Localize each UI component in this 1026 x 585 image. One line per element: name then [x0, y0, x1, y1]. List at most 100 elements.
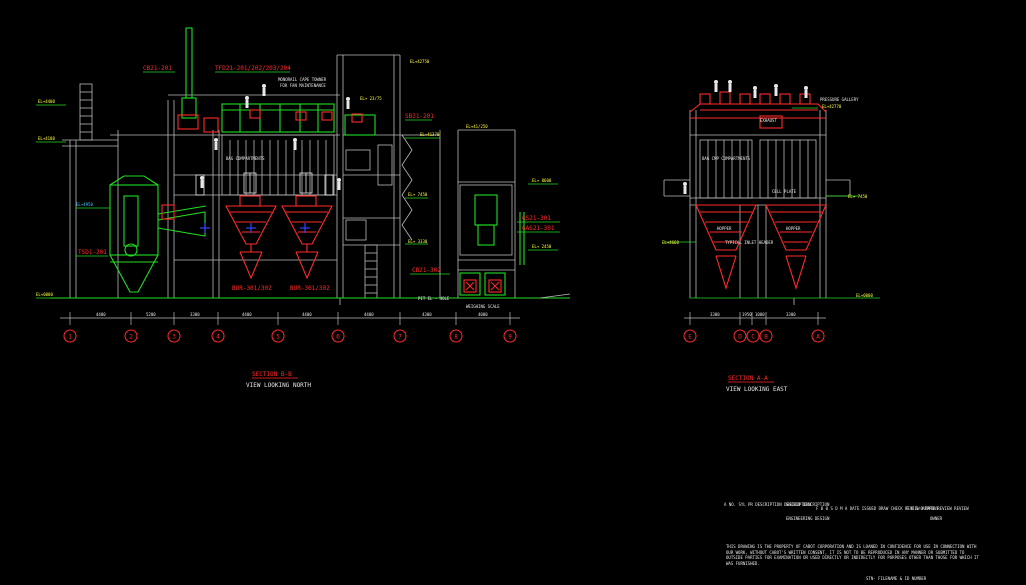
grid-label-d: D: [738, 334, 742, 341]
grid-bubbles-b: 1 2 3 4 5 6 7 8 9: [63, 329, 517, 343]
doors-b: [195, 172, 334, 196]
title-block-col-1: A NO. SYL: [724, 502, 746, 507]
dim-a-1: 3300: [710, 312, 720, 317]
tag-sb: SB21-201: [405, 113, 434, 120]
grid-label-3: 3: [172, 334, 176, 341]
grid-label-5: 5: [276, 334, 280, 341]
title-block-col-2: PR DESCRIPTION DESCRIPTION: [748, 502, 811, 507]
grid-bubble-1: 1: [63, 329, 77, 343]
title-block-right-owner: OWNER: [930, 516, 943, 521]
tag-monorail-2: FOR FAN MAINTENANCE: [280, 83, 326, 88]
title-block-bottom: STN- FILENAME & ID NUMBER: [866, 576, 927, 581]
section-a-title: SECTION A-A: [728, 375, 768, 382]
tag-pit: PIT EL - HOLE: [418, 296, 450, 301]
tag-hopper-2: HOPPER: [786, 226, 801, 231]
elev-b-11: EL+ 2450: [532, 244, 552, 249]
elev-a-4: EL+0000: [856, 293, 873, 298]
grid-label-8: 8: [454, 334, 458, 341]
section-b-title: SECTION B-B: [252, 371, 292, 378]
tag-hopper-1: HOPPER: [717, 226, 732, 231]
tag-gallery: PRESSURE GALLERY: [820, 97, 859, 102]
section-b-subtitle: VIEW LOOKING NORTH: [246, 382, 311, 389]
grid-bubble-4: 4: [211, 329, 225, 343]
tag-weighing: WEIGHING SCALE: [466, 304, 500, 309]
grid-bubble-c: C: [746, 329, 760, 343]
people-b: [200, 84, 350, 190]
elev-b-5: EL+ 23/75: [360, 96, 382, 101]
title-block-col-3: SHIELD DESCRIPTION: [786, 502, 830, 507]
elev-b-2: EL+4180: [38, 136, 55, 141]
dim-b-3: 3300: [190, 312, 200, 317]
tag-tsd: TSD1-201: [78, 249, 107, 256]
tag-exhaust: EXHAUST: [760, 118, 777, 123]
disclaimer-box: THIS DRAWING IS THE PROPERTY OF CABOT CO…: [726, 544, 979, 566]
tag-bur-2: BUR-301/302: [290, 285, 330, 292]
dim-b-6: 4400: [364, 312, 374, 317]
tag-cb-2: CB21-302: [412, 267, 441, 274]
tag-cb: CB21-201: [143, 65, 172, 72]
structure-b: [62, 54, 516, 305]
grid-bubble-8: 8: [449, 329, 463, 343]
grid-label-2: 2: [129, 334, 133, 341]
tag-inlet-header: TYPICAL INLET HEADER: [725, 240, 774, 245]
elev-b-4: EL+42750: [410, 59, 430, 64]
dim-b-4: 4400: [242, 312, 252, 317]
grid-bubble-b: B: [759, 329, 773, 343]
dimension-line-a: [684, 312, 826, 325]
tag-tfd: TFD21-201/202/203/204: [215, 65, 291, 72]
elev-b-12: EL+0000: [36, 292, 53, 297]
grid-label-a: A: [816, 334, 820, 341]
elev-a-1: EL+42770: [822, 104, 842, 109]
dim-b-5: 4400: [302, 312, 312, 317]
tag-monorail-1: MONORAIL CAPE TOWNER: [278, 77, 327, 82]
disclaimer-text: THIS DRAWING IS THE PROPERTY OF CABOT CO…: [726, 544, 979, 566]
elev-b-1: EL+4400: [38, 99, 55, 104]
grid-bubble-3: 3: [167, 329, 181, 343]
tag-bag-compartments: BAG COMPARTMENTS: [226, 156, 265, 161]
title-block-owner: ENGINEERING DESIGN: [786, 516, 830, 521]
elev-b-9: EL+ 7450: [408, 192, 428, 197]
grid-bubble-a: A: [811, 329, 825, 343]
section-b-elevation: CB21-201 TFD21-201/202/203/204 MONORAIL …: [36, 27, 571, 389]
dim-b-8: 4000: [478, 312, 488, 317]
structure-a: [663, 110, 851, 305]
tag-cell-plate: CELL PLATE: [772, 189, 797, 194]
red-hoppers-b: [161, 109, 502, 293]
dim-a-3: 1000: [755, 312, 765, 317]
grid-label-4: 4: [216, 334, 220, 341]
tag-bag-compartments-a: BAG CMP COMPARTMENTS: [702, 156, 751, 161]
grid-label-1: 1: [68, 334, 72, 341]
grid-label-6: 6: [336, 334, 340, 341]
red-hoppers-a: [689, 91, 827, 290]
tag-bur-1: BUR-301/302: [232, 285, 272, 292]
elev-b-10: EL+ 3330: [408, 239, 428, 244]
grid-bubble-2: 2: [124, 329, 138, 343]
dim-a-2: 1950: [742, 312, 752, 317]
tag-gs-2: GAS21-301: [522, 225, 555, 232]
grid-bubbles-a: E D C B A: [683, 329, 825, 343]
grid-bubble-5: 5: [271, 329, 285, 343]
dim-b-1: 4400: [96, 312, 106, 317]
dim-a-4: 3300: [786, 312, 796, 317]
tag-gs-1: GS21-301: [522, 215, 551, 222]
elev-b-8: EL+ 8600: [532, 178, 552, 183]
title-block-right-cols: F B S B DATE REVIEW REVIEW: [906, 506, 969, 511]
grid-bubble-9: 9: [503, 329, 517, 343]
title-block-revisions: F B 0 S D M A DATE ISSUED DRAW CHECK REV…: [816, 506, 939, 511]
grid-bubble-d: D: [733, 329, 747, 343]
leader-lines-b: [36, 71, 560, 299]
elev-b-3: EL+4950: [76, 202, 93, 207]
grid-label-c: C: [751, 334, 755, 341]
dim-b-7: 4300: [422, 312, 432, 317]
title-block: A NO. SYL PR DESCRIPTION DESCRIPTION SHI…: [724, 502, 979, 581]
grid-label-7: 7: [398, 334, 402, 341]
grid-bubble-7: 7: [393, 329, 407, 343]
dimension-line-b: [60, 312, 520, 325]
section-a-subtitle: VIEW LOOKING EAST: [726, 386, 788, 393]
elev-b-7: EL+41/250: [466, 124, 488, 129]
grid-bubble-6: 6: [331, 329, 345, 343]
ground-slope-b: [539, 293, 571, 299]
elev-b-6: EL+41370: [420, 132, 440, 137]
